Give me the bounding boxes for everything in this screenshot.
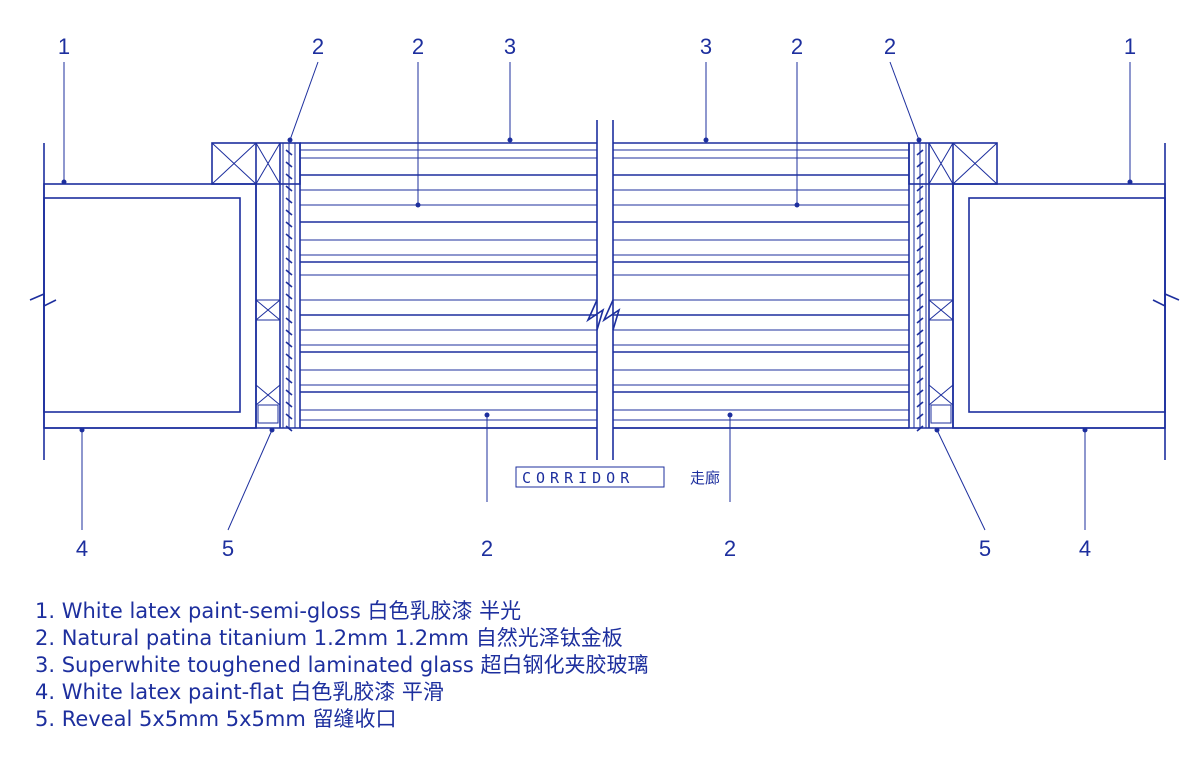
reveal-filler <box>257 404 279 424</box>
arrow-icon <box>703 137 709 143</box>
arrow-icon <box>507 137 513 143</box>
panel-dash <box>285 281 293 288</box>
legend-item: 1. White latex paint-semi-gloss 白色乳胶漆 半光 <box>35 599 522 623</box>
callout-number: 3 <box>504 34 516 59</box>
concrete-hatch <box>43 197 241 413</box>
timber-block-cross <box>211 142 281 185</box>
arrow-icon <box>287 137 293 143</box>
leader-line <box>936 429 986 531</box>
panel-dash <box>285 317 293 324</box>
legend: 1. White latex paint-semi-gloss 白色乳胶漆 半光… <box>35 598 649 733</box>
arrow-icon <box>934 427 940 433</box>
left-wall-assembly <box>29 142 301 460</box>
panel-dash <box>285 161 293 168</box>
callout-number: 2 <box>884 34 896 59</box>
plaster-layer <box>43 183 257 429</box>
center-break <box>586 120 621 460</box>
panel-dash <box>285 257 293 264</box>
panel-dash <box>285 413 293 420</box>
titanium-panel <box>282 143 301 432</box>
panel-dash <box>285 197 293 204</box>
panel-dash <box>285 221 293 228</box>
panel-dash <box>285 209 293 216</box>
callout-number: 2 <box>412 34 424 59</box>
panel-dash <box>285 353 293 360</box>
timber-block-cross <box>255 299 281 406</box>
panel-dash <box>285 185 293 192</box>
legend-item: 2. Natural patina titanium 1.2mm 1.2mm 自… <box>35 626 623 650</box>
callout-number: 5 <box>222 536 234 561</box>
panel-dash <box>285 233 293 240</box>
arrow-icon <box>269 427 275 433</box>
panel-dash <box>285 329 293 336</box>
leader-line <box>227 429 273 531</box>
callout-number: 2 <box>724 536 736 561</box>
panel-dash <box>285 269 293 276</box>
arrow-icon <box>61 179 67 185</box>
break-line <box>29 292 57 308</box>
panel-dash <box>285 149 293 156</box>
arrow-icon <box>1082 427 1088 433</box>
panel-dash <box>285 245 293 252</box>
leader-line <box>889 61 920 141</box>
leader-line <box>289 61 319 141</box>
legend-item: 4. White latex paint-flat 白色乳胶漆 平滑 <box>35 680 444 704</box>
callout-number: 2 <box>481 536 493 561</box>
panel-dash <box>285 305 293 312</box>
corridor-text: CORRIDOR <box>522 469 634 487</box>
corridor-text-cn: 走廊 <box>690 469 720 487</box>
panel-dash <box>285 401 293 408</box>
arrow-icon <box>727 412 733 418</box>
callout-number: 4 <box>1079 536 1091 561</box>
arrow-icon <box>1127 179 1133 185</box>
callout-number: 4 <box>76 536 88 561</box>
callout-number: 5 <box>979 536 991 561</box>
arrow-icon <box>484 412 490 418</box>
callout-number: 1 <box>58 34 70 59</box>
callouts: 1 2 2 3 3 2 2 1 4 5 2 2 5 4 <box>58 34 1136 561</box>
arrow-icon <box>916 137 922 143</box>
callout-number: 3 <box>700 34 712 59</box>
panel-dash <box>285 173 293 180</box>
panel-dash <box>285 389 293 396</box>
callout-number: 1 <box>1124 34 1136 59</box>
arrow-icon <box>415 202 421 208</box>
panel-dash <box>285 377 293 384</box>
panel-dash <box>285 293 293 300</box>
laminated-glass <box>44 142 1165 429</box>
panel-dash <box>285 341 293 348</box>
timber-block <box>255 299 281 321</box>
legend-item: 3. Superwhite toughened laminated glass … <box>35 653 649 677</box>
right-wall-assembly <box>908 142 1180 461</box>
callout-number: 2 <box>791 34 803 59</box>
arrow-icon <box>794 202 800 208</box>
corridor-label: CORRIDOR 走廊 <box>515 466 720 488</box>
arrow-icon <box>79 427 85 433</box>
legend-item: 5. Reveal 5x5mm 5x5mm 留缝收口 <box>35 707 397 731</box>
callout-number: 2 <box>312 34 324 59</box>
panel-dash <box>285 365 293 372</box>
concrete-wall <box>43 197 241 413</box>
